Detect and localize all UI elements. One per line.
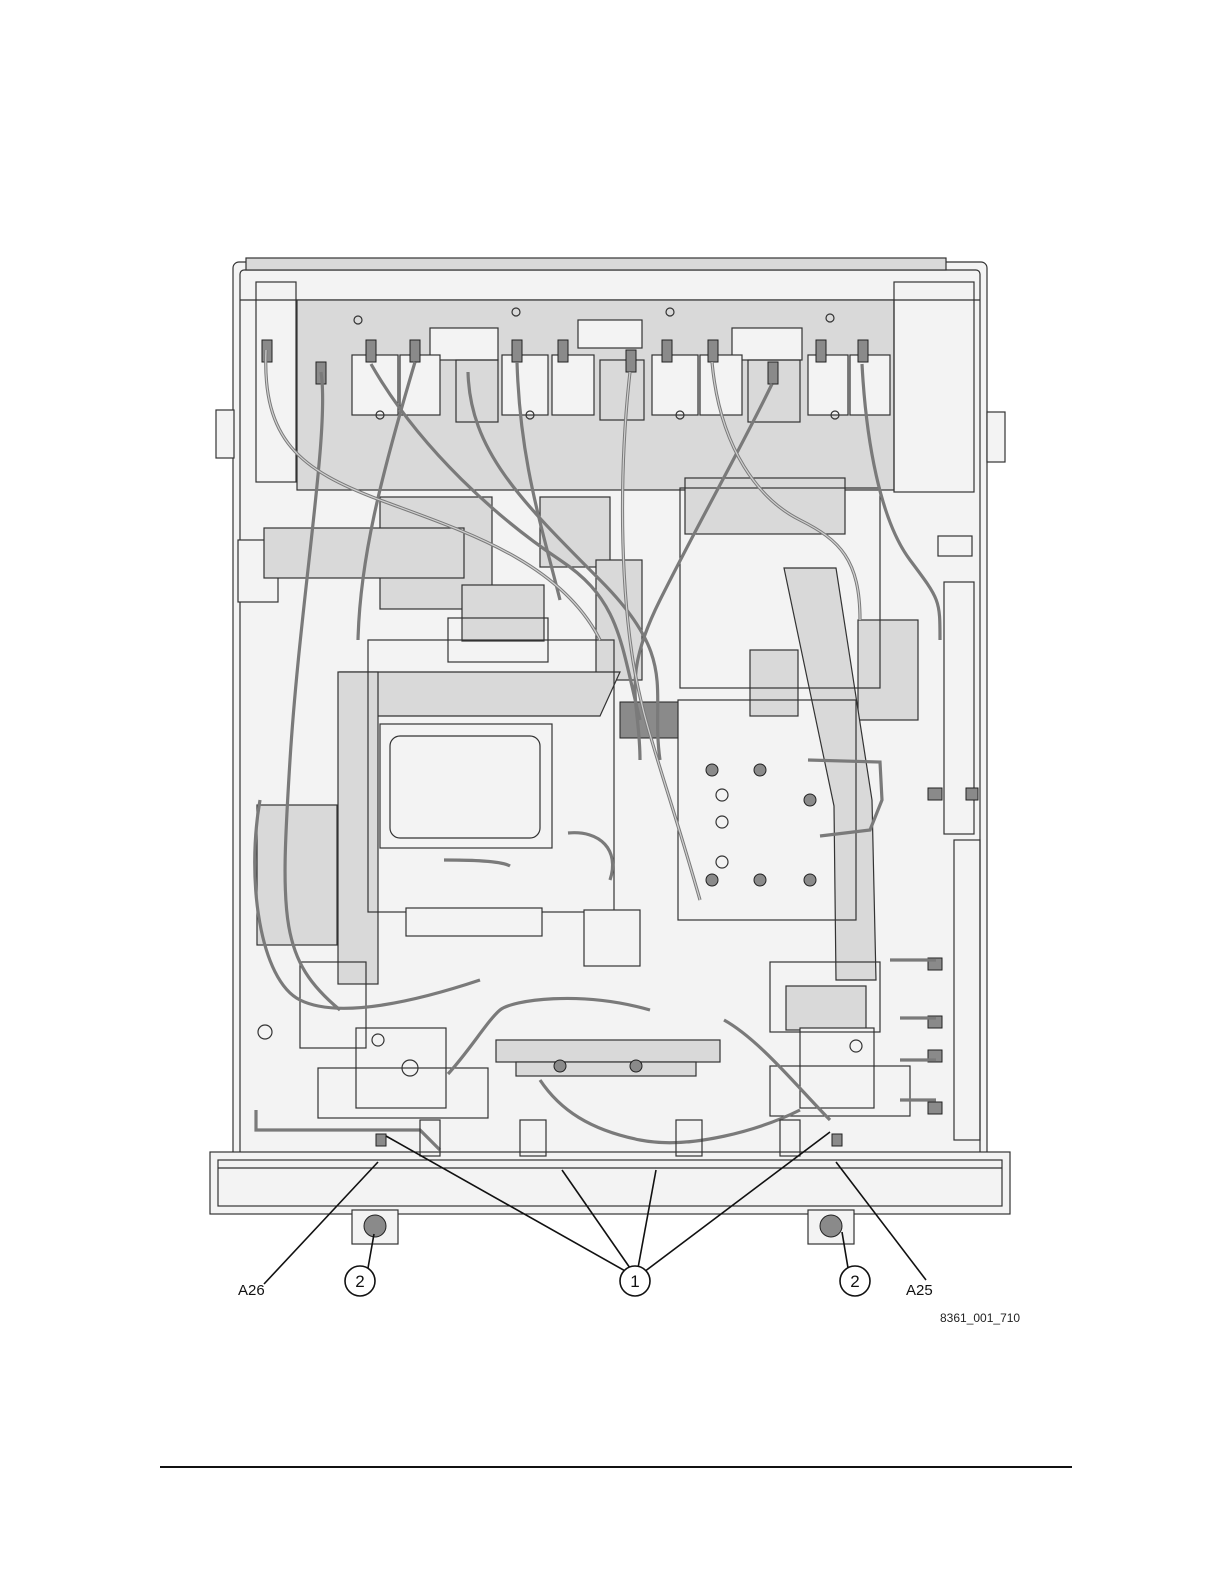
label-a26: A26 [238,1282,265,1299]
figure-id: 8361_001_710 [940,1311,1020,1325]
callout-bubble-2-right: 2 [840,1266,870,1296]
callout-bubble-2-left: 2 [345,1266,375,1296]
callout-bubble-2-left-text: 2 [355,1272,364,1291]
test-set-bay [256,282,974,492]
callout-bubble-1: 1 [620,1266,650,1296]
callout-bubble-2-right-text: 2 [850,1272,859,1291]
callout-bubble-1-text: 1 [630,1272,639,1291]
footer-rule [160,1466,1072,1468]
label-a25: A25 [906,1282,933,1299]
